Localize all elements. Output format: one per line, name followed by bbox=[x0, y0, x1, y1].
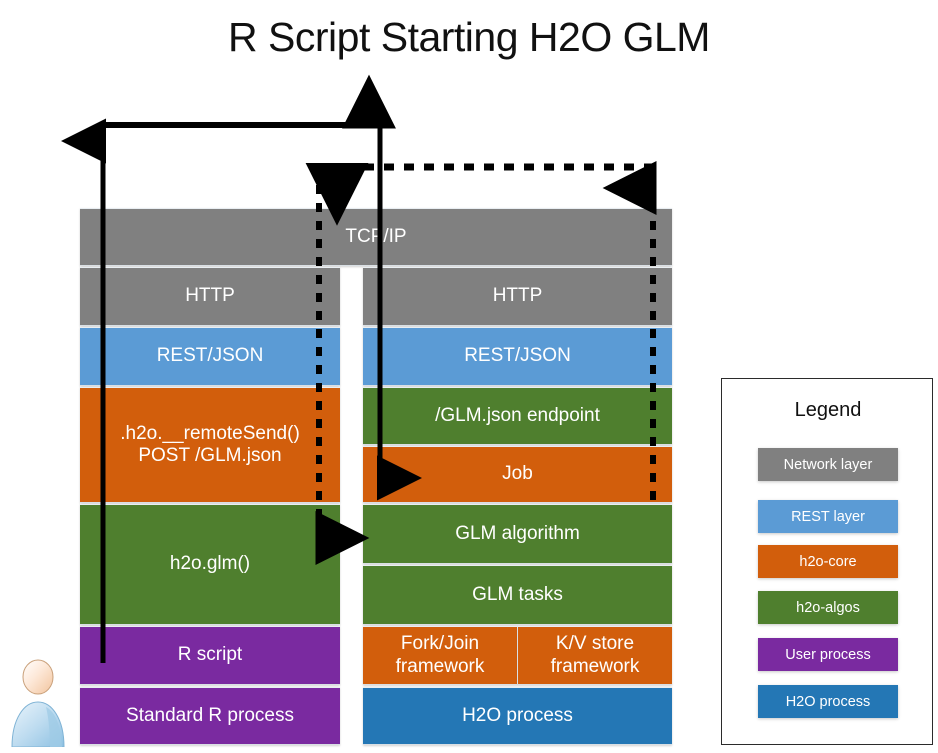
block-label-line2: framework bbox=[550, 655, 640, 677]
block-label: HTTP bbox=[185, 285, 235, 307]
legend-item-label: Network layer bbox=[783, 456, 873, 473]
block-right-h2o-process: H2O process bbox=[363, 687, 672, 745]
block-label: GLM tasks bbox=[472, 583, 563, 605]
block-right-glm-algorithm: GLM algorithm bbox=[363, 504, 672, 564]
block-label: HTTP bbox=[492, 285, 543, 307]
legend-item-network-layer: Network layer bbox=[758, 448, 898, 481]
block-right-glm-json-endpoint: /GLM.json endpoint bbox=[363, 387, 672, 445]
block-left-h2o-glm: h2o.glm() bbox=[80, 504, 340, 625]
legend-title: Legend bbox=[794, 399, 862, 421]
block-left-rest-json: REST/JSON bbox=[80, 327, 340, 386]
block-label: Standard R process bbox=[126, 704, 294, 726]
block-right-rest-json: REST/JSON bbox=[363, 327, 672, 386]
block-label: REST/JSON bbox=[464, 345, 571, 367]
block-right-fork-join-framework: Fork/Join framework bbox=[363, 626, 518, 685]
block-left-http: HTTP bbox=[80, 267, 340, 326]
block-label: GLM algorithm bbox=[455, 522, 580, 544]
page-title: R Script Starting H2O GLM bbox=[228, 14, 710, 60]
block-left-standard-r-process: Standard R process bbox=[80, 687, 340, 745]
block-label: /GLM.json endpoint bbox=[435, 404, 600, 426]
block-left-remotesend: .h2o.__remoteSend() POST /GLM.json bbox=[80, 387, 340, 503]
block-label-line2: framework bbox=[395, 655, 485, 677]
legend-item-label: REST layer bbox=[791, 508, 865, 525]
legend-item-label: H2O process bbox=[785, 693, 871, 710]
legend-item-label: User process bbox=[785, 646, 871, 663]
legend-item-user-process: User process bbox=[758, 638, 898, 671]
legend-item-label: h2o-algos bbox=[796, 599, 860, 616]
block-right-kv-store-framework: K/V store framework bbox=[518, 626, 672, 685]
user-avatar-icon bbox=[11, 659, 65, 747]
block-label-line1: Fork/Join bbox=[400, 633, 480, 655]
block-label: H2O process bbox=[462, 704, 573, 726]
block-label: TCP/IP bbox=[345, 225, 407, 247]
legend-item-rest-layer: REST layer bbox=[758, 500, 898, 533]
legend-item-h2o-core: h2o-core bbox=[758, 545, 898, 578]
block-label-line2: POST /GLM.json bbox=[138, 445, 282, 466]
block-label: h2o.glm() bbox=[169, 553, 251, 575]
block-label: REST/JSON bbox=[156, 345, 264, 367]
legend-item-h2o-algos: h2o-algos bbox=[758, 591, 898, 624]
block-label: R script bbox=[177, 644, 243, 666]
legend-item-label: h2o-core bbox=[799, 553, 857, 570]
legend: Legend Network layer REST layer h2o-core… bbox=[721, 378, 933, 745]
legend-item-h2o-process: H2O process bbox=[758, 685, 898, 718]
block-right-job: Job bbox=[363, 446, 672, 503]
block-right-http: HTTP bbox=[363, 267, 672, 326]
block-label-line1: K/V store bbox=[555, 633, 635, 655]
block-label: Job bbox=[502, 463, 533, 485]
block-tcp-ip: TCP/IP bbox=[80, 208, 672, 266]
block-right-glm-tasks: GLM tasks bbox=[363, 565, 672, 625]
block-left-r-script: R script bbox=[80, 626, 340, 685]
block-label-line1: .h2o.__remoteSend() bbox=[120, 422, 300, 444]
